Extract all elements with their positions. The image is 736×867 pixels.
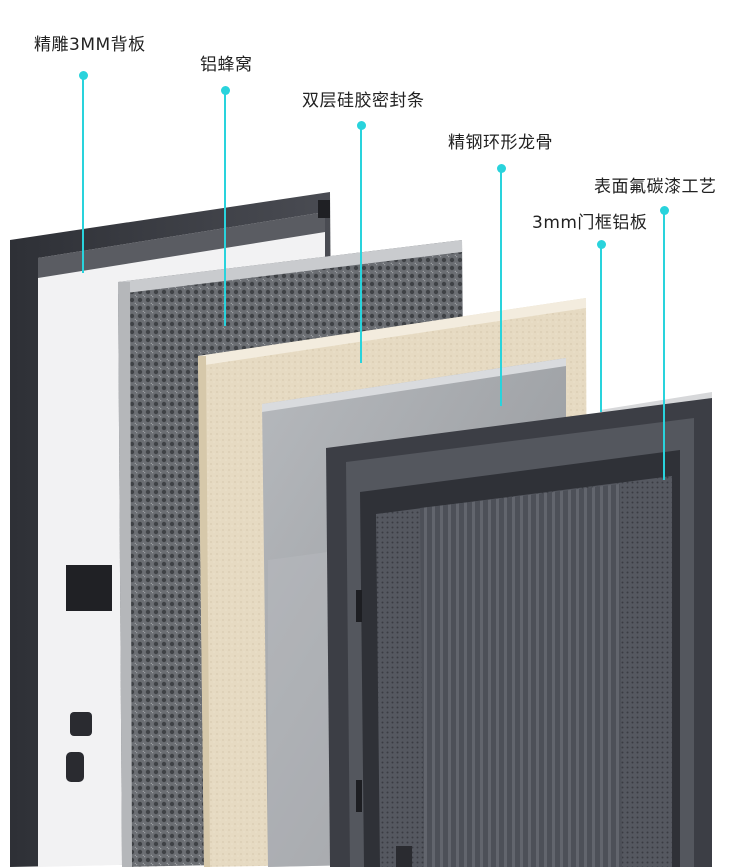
label-honeycomb: 铝蜂窝 bbox=[200, 55, 253, 75]
hinge-bottom bbox=[356, 780, 362, 812]
leader-honeycomb bbox=[224, 90, 226, 326]
knob-icon bbox=[70, 712, 92, 736]
leader-dot-steel-frame bbox=[497, 164, 506, 173]
leader-frame-plate bbox=[600, 244, 602, 412]
label-back-panel: 精雕3MM背板 bbox=[34, 35, 146, 55]
label-seal-strip: 双层硅胶密封条 bbox=[302, 91, 425, 111]
leader-back-panel bbox=[82, 75, 84, 273]
leader-seal-strip bbox=[360, 125, 362, 363]
lock-plate bbox=[66, 565, 112, 611]
leader-dot-front-finish bbox=[660, 206, 669, 215]
leader-dot-back-panel bbox=[79, 71, 88, 80]
leader-dot-frame-plate bbox=[597, 240, 606, 249]
keyhole-icon bbox=[66, 752, 84, 782]
label-front-finish: 表面氟碳漆工艺 bbox=[594, 177, 717, 197]
leader-front-finish bbox=[663, 210, 665, 480]
leader-dot-seal-strip bbox=[357, 121, 366, 130]
hinge-top bbox=[356, 590, 362, 622]
leader-dot-honeycomb bbox=[221, 86, 230, 95]
leader-steel-frame bbox=[500, 168, 502, 406]
front-handle bbox=[396, 846, 412, 867]
label-frame-plate: 3mm门框铝板 bbox=[532, 213, 648, 233]
front-door-layer bbox=[326, 392, 712, 867]
label-steel-frame: 精钢环形龙骨 bbox=[448, 133, 553, 153]
